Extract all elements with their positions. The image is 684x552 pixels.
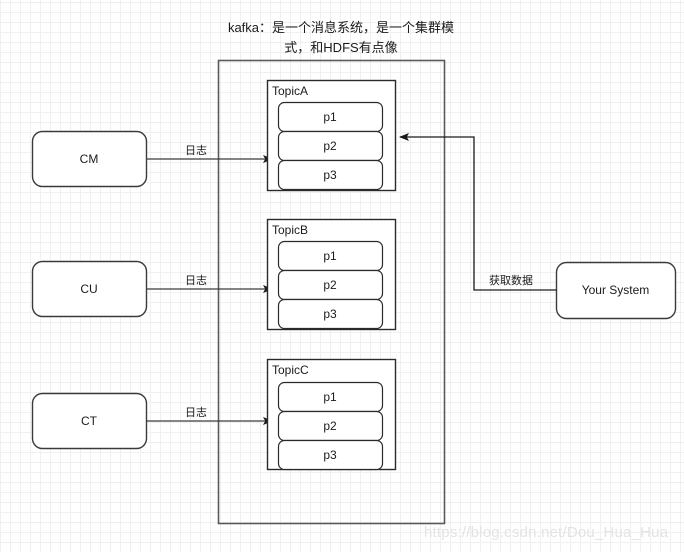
kafka-cluster-boundary [217,59,446,525]
edge-your-system-to-topica [399,133,557,291]
watermark: https://blog.csdn.net/Dou_Hua_Hua [424,524,669,541]
topic-title-topica: TopicA [272,84,309,98]
edge-label-cu-log: 日志 [185,275,207,287]
partition-label-topicb-p1: p1 [323,249,337,263]
diagram-title-line-2: 式，和HDFS有点像 [284,40,398,55]
partition-label-topicc-p3: p3 [323,448,337,462]
edge-label-ct-log: 日志 [185,407,207,419]
producer-node-cm-shape[interactable] [31,130,148,188]
producer-node-ct-shape[interactable] [31,392,148,450]
topic-title-topicb: TopicB [272,223,309,237]
diagram-title: kafka：是一个消息系统，是一个集群模 式，和HDFS有点像 [196,18,486,58]
producer-node-cu-shape[interactable] [31,260,148,318]
edge-label-cm-log: 日志 [185,145,207,157]
topic-title-topicc: TopicC [272,363,309,377]
diagram-title-line-1: kafka：是一个消息系统，是一个集群模 [227,20,455,35]
partition-label-topicc-p1: p1 [323,390,337,404]
partition-topicb-p3[interactable] [277,298,384,330]
partition-topica-p3[interactable] [277,159,384,191]
consumer-node-your-system-shape[interactable] [555,261,677,320]
partition-label-topicb-p2: p2 [323,278,337,292]
partition-topicc-p3[interactable] [277,439,384,471]
partition-label-topica-p2: p2 [323,139,337,153]
partition-label-topicb-p3: p3 [323,307,337,321]
partition-label-topica-p1: p1 [323,110,337,124]
partition-label-topicc-p2: p2 [323,419,337,433]
partition-label-topica-p3: p3 [323,168,337,182]
edge-label-fetch-data: 获取数据 [489,275,533,287]
